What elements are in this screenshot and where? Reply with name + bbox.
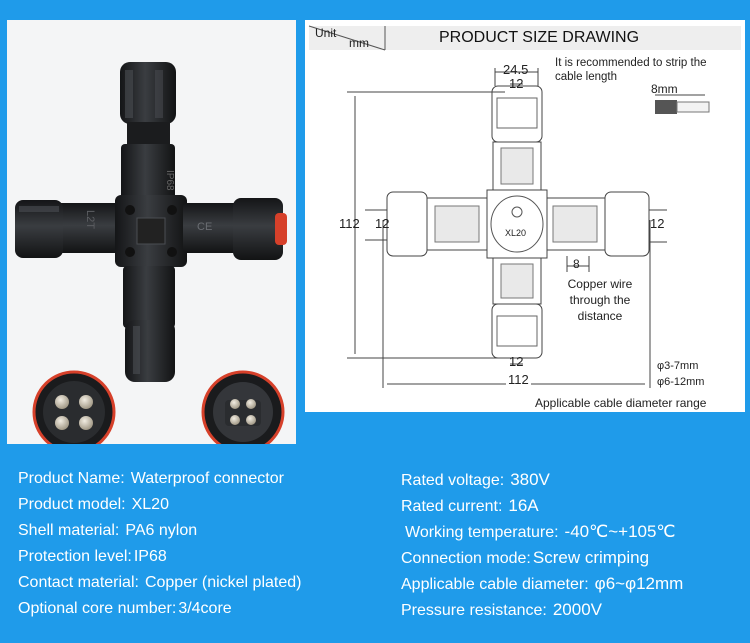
dim-right-12: 12 <box>650 216 665 231</box>
spec-rated-voltage: Rated voltage: 380V <box>401 470 550 490</box>
connector-bottom-body <box>123 266 175 328</box>
spec-label: Rated voltage: <box>401 472 505 489</box>
unit-label: Unit <box>315 26 337 40</box>
spec-rated-current: Rated current: 16A <box>401 496 539 516</box>
spec-value: Copper (nickel plated) <box>144 574 302 591</box>
spec-value: 380V <box>510 470 550 489</box>
spec-value: φ6~φ12mm <box>594 574 684 593</box>
dim-bottom-12: 12 <box>509 354 524 369</box>
spec-list: Product Name: Waterproof connector Produc… <box>0 462 750 643</box>
connector-right-nut <box>233 198 287 260</box>
unit-value: mm <box>349 36 369 50</box>
mark-ip68: IP68 <box>164 170 175 191</box>
spec-protection-level: Protection level:IP68 <box>18 548 167 566</box>
cable-range-small: φ3-7mm <box>657 360 699 372</box>
spec-label: Optional core number: <box>18 600 177 617</box>
connector-bottom-nut <box>125 320 175 382</box>
product-photo-panel: IP68 L2T CE <box>7 20 296 444</box>
spec-label: Connection mode: <box>401 550 531 567</box>
spec-label: Working temperature: <box>405 524 559 541</box>
copper-note: Copper wire through the distance <box>567 277 633 323</box>
strip-note: It is recommended to strip the cable len… <box>555 57 707 83</box>
spec-label: Applicable cable diameter: <box>401 576 589 593</box>
connector-right-body <box>183 203 238 253</box>
spec-label: Product Name: <box>18 470 125 487</box>
size-drawing-panel: Unit mm PRODUCT SIZE DRAWING 24.5 12 It … <box>305 20 745 412</box>
plug-inset-left <box>32 370 116 444</box>
spec-product-name: Product Name: Waterproof connector <box>18 470 284 488</box>
connector-top-nut <box>120 62 176 146</box>
spec-value: IP68 <box>133 548 167 565</box>
plug-inset-right <box>201 370 285 444</box>
dim-top-12: 12 <box>509 76 524 91</box>
spec-label: Rated current: <box>401 498 503 515</box>
spec-value: XL20 <box>131 496 169 513</box>
dim-left-12: 12 <box>375 216 390 231</box>
spec-label: Protection level: <box>18 548 132 565</box>
center-model-label: XL20 <box>505 228 527 238</box>
spec-connection-mode: Connection mode:Screw crimping <box>401 548 649 568</box>
dim-height: 112 <box>339 216 360 231</box>
spec-shell-material: Shell material: PA6 nylon <box>18 522 197 540</box>
spec-core-number: Optional core number:3/4core <box>18 600 232 618</box>
spec-value: -40℃~+105℃ <box>564 522 676 541</box>
mark-l2t: L2T <box>84 210 96 229</box>
mark-ce: CE <box>197 221 212 233</box>
spec-label: Product model: <box>18 496 126 513</box>
spec-value: Screw crimping <box>532 548 650 567</box>
spec-cable-diameter: Applicable cable diameter: φ6~φ12mm <box>401 574 683 594</box>
strip-length: 8mm <box>651 82 678 96</box>
connector-photo: IP68 L2T CE <box>15 62 287 444</box>
spec-pressure-resistance: Pressure resistance: 2000V <box>401 600 602 620</box>
spec-value: Waterproof connector <box>130 470 284 487</box>
dim-top-width: 24.5 <box>503 62 529 77</box>
spec-label: Pressure resistance: <box>401 602 547 619</box>
spec-value: 2000V <box>552 600 603 619</box>
spec-value: 3/4core <box>178 600 232 617</box>
spec-label: Contact material: <box>18 574 139 591</box>
drawing-lines <box>308 25 741 388</box>
spec-label: Shell material: <box>18 522 120 539</box>
spec-value: PA6 nylon <box>125 522 198 539</box>
spec-working-temperature: Working temperature: -40℃~+105℃ <box>405 522 676 542</box>
dim-strip-8: 8 <box>573 257 580 271</box>
drawing-title: PRODUCT SIZE DRAWING <box>439 29 640 46</box>
spec-product-model: Product model: XL20 <box>18 496 169 514</box>
connector-left-nut <box>15 200 63 258</box>
cable-range-caption: Applicable cable diameter range <box>535 396 707 410</box>
spec-contact-material: Contact material: Copper (nickel plated) <box>18 574 301 592</box>
dim-width: 112 <box>506 372 531 387</box>
connector-top-body <box>121 144 175 204</box>
spec-value: 16A <box>508 496 539 515</box>
cable-range-large: φ6-12mm <box>657 376 705 388</box>
